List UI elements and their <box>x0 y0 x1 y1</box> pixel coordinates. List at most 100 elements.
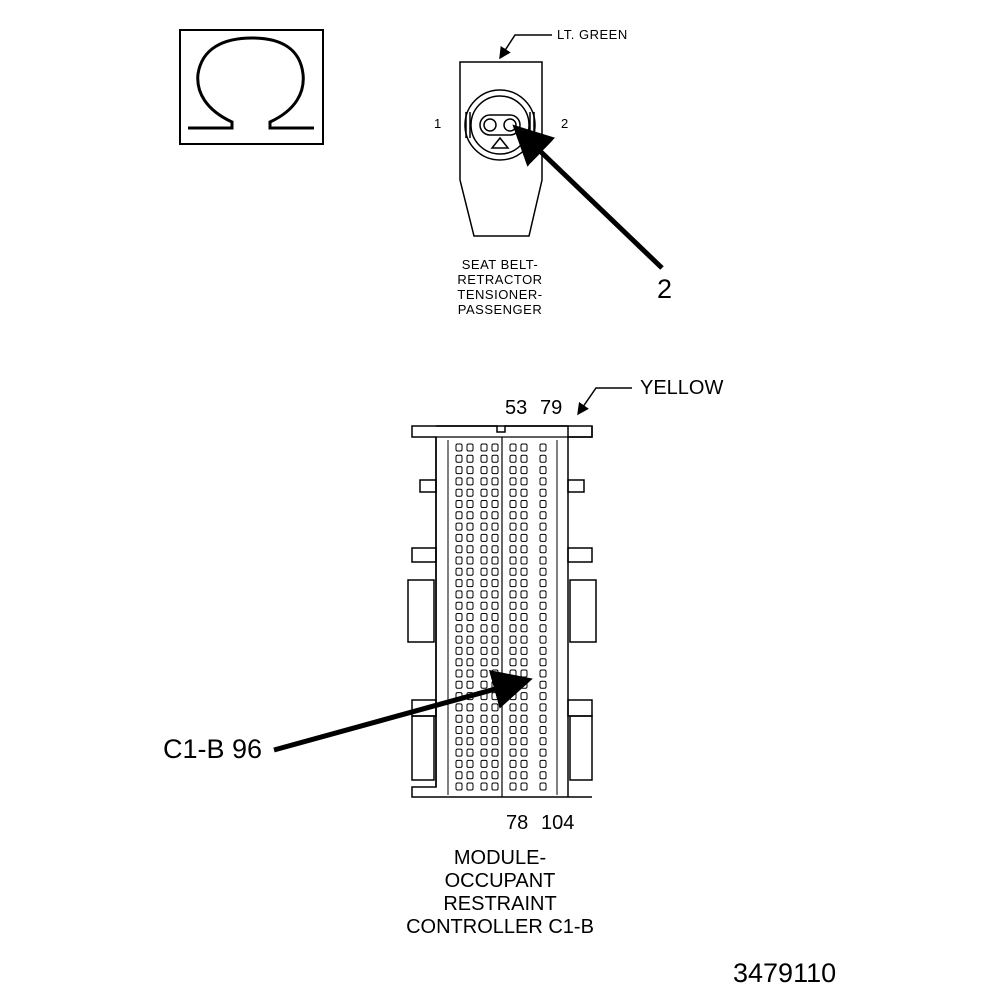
connector-cavity <box>455 601 463 610</box>
connector-cavity <box>509 692 517 701</box>
ohm-icon <box>179 29 324 145</box>
connector-cavity <box>509 477 517 486</box>
connector-cavity <box>455 567 463 576</box>
connector-cavity <box>520 500 528 508</box>
connector-cavity <box>466 454 474 463</box>
connector-cavity <box>539 511 547 520</box>
connector-cavity <box>466 658 474 667</box>
connector-cavity <box>520 669 528 678</box>
connector-cavity <box>480 737 488 746</box>
connector-cavity <box>520 714 528 723</box>
connector-cavity <box>480 635 488 644</box>
connector-cavity <box>509 635 517 644</box>
connector-cavity <box>455 556 463 565</box>
connector-cavity <box>539 646 547 655</box>
connector-cavity <box>466 466 474 475</box>
connector-cavity <box>455 500 463 508</box>
connector-cavity <box>539 703 547 712</box>
connector-cavity <box>539 488 547 497</box>
connector-cavity <box>480 567 488 576</box>
connector-cavity <box>520 477 528 486</box>
connector-cavity <box>509 545 517 554</box>
connector-cavity <box>491 466 499 475</box>
connector-cavity <box>466 579 474 588</box>
connector-cavity <box>520 511 528 520</box>
connector-cavity <box>480 590 488 599</box>
connector-cavity <box>539 624 547 633</box>
connector-cavity <box>520 567 528 576</box>
connector-cavity <box>466 703 474 712</box>
pin-1-label: 1 <box>434 116 442 131</box>
connector-cavity <box>491 454 499 463</box>
connector-cavity <box>509 522 517 531</box>
connector-cavity <box>455 466 463 475</box>
connector-cavity <box>539 601 547 610</box>
connector-cavity <box>480 613 488 621</box>
connector-cavity <box>539 533 547 542</box>
connector-cavity <box>509 488 517 497</box>
connector-cavity <box>539 782 547 791</box>
connector-cavity <box>466 556 474 565</box>
connector-cavity <box>509 590 517 599</box>
connector-cavity <box>520 703 528 712</box>
connector-cavity <box>455 646 463 655</box>
connector-cavity <box>480 477 488 486</box>
connector-cavity <box>491 726 499 734</box>
connector-cavity <box>491 590 499 599</box>
connector-cavity <box>509 500 517 508</box>
connector-cavity <box>455 488 463 497</box>
connector-cavity <box>466 771 474 780</box>
connector-cavity <box>455 680 463 689</box>
connector-cavity <box>509 748 517 757</box>
connector-cavity <box>480 533 488 542</box>
connector-cavity <box>480 488 488 497</box>
connector-cavity <box>455 545 463 554</box>
connector-cavity <box>466 726 474 734</box>
bottom-pin-78-label: 78 <box>506 812 529 834</box>
pin-2-callout: 2 <box>657 274 673 304</box>
connector-cavity <box>509 759 517 768</box>
connector-cavity-grid <box>455 443 547 791</box>
connector-cavity <box>539 579 547 588</box>
connector-cavity <box>455 590 463 599</box>
connector-cavity <box>509 703 517 712</box>
connector-cavity <box>539 556 547 565</box>
connector-cavity <box>520 556 528 565</box>
connector-cavity <box>466 624 474 633</box>
connector-cavity <box>491 692 499 701</box>
connector-cavity <box>520 466 528 475</box>
connector-cavity <box>491 477 499 486</box>
connector-cavity <box>520 726 528 734</box>
connector-cavity <box>466 601 474 610</box>
module-connector-body <box>407 425 597 798</box>
connector-cavity <box>480 601 488 610</box>
connector-cavity <box>466 511 474 520</box>
connector-cavity <box>491 522 499 531</box>
connector-cavity <box>455 635 463 644</box>
connector-cavity <box>455 613 463 621</box>
connector-cavity <box>509 714 517 723</box>
connector-cavity <box>491 646 499 655</box>
connector-cavity <box>491 782 499 791</box>
connector-cavity <box>539 545 547 554</box>
connector-cavity <box>466 500 474 508</box>
connector-cavity <box>480 466 488 475</box>
connector-cavity <box>539 522 547 531</box>
connector-cavity <box>480 759 488 768</box>
connector-cavity <box>509 466 517 475</box>
connector-cavity <box>491 714 499 723</box>
connector-cavity <box>539 737 547 746</box>
connector-cavity <box>520 748 528 757</box>
connector-cavity <box>466 748 474 757</box>
connector-cavity <box>480 624 488 633</box>
connector-cavity <box>491 748 499 757</box>
connector-cavity <box>466 714 474 723</box>
connector-cavity <box>480 556 488 565</box>
connector-cavity <box>491 545 499 554</box>
connector-cavity <box>520 771 528 780</box>
connector-cavity <box>491 511 499 520</box>
connector-cavity <box>509 567 517 576</box>
connector-cavity <box>480 454 488 463</box>
connector-cavity <box>509 454 517 463</box>
yellow-leader <box>577 387 632 416</box>
